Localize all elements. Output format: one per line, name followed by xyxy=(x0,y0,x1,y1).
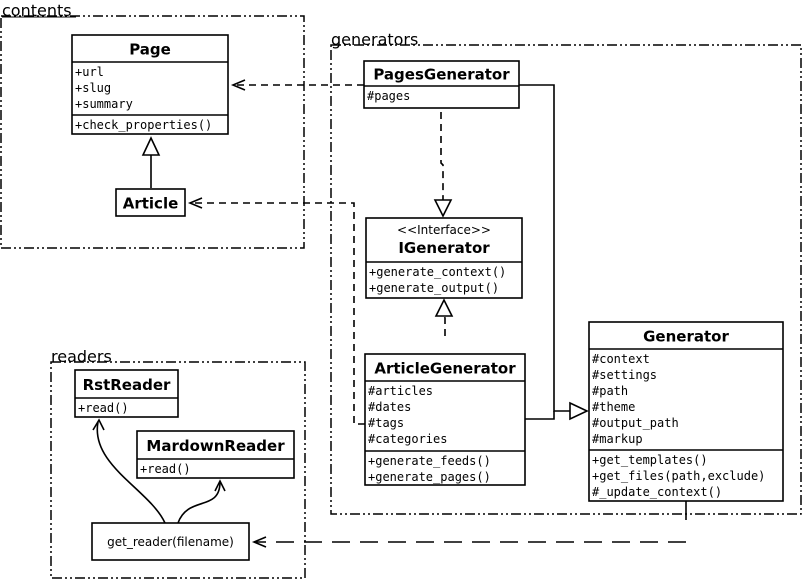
class-box xyxy=(115,188,186,217)
get-reader-function-box xyxy=(91,522,250,561)
class-method: +generate_feeds() xyxy=(368,454,491,468)
class-box xyxy=(74,369,179,418)
dependency-articlegenerator-article xyxy=(190,202,365,425)
class-attribute: #dates xyxy=(368,400,411,414)
class-attribute: #theme xyxy=(592,400,635,414)
class-attribute: +summary xyxy=(75,97,133,111)
package-contents xyxy=(0,15,305,249)
class-name: IGenerator xyxy=(398,239,490,257)
class-method: +check_properties() xyxy=(75,118,212,132)
package-contents-label: contents xyxy=(2,1,72,20)
realization-articlegenerator-igenerator xyxy=(443,315,446,336)
class-box xyxy=(136,430,295,479)
class-attribute: #output_path xyxy=(592,416,679,430)
class-box xyxy=(363,60,520,109)
realization-pagesgenerator-igenerator xyxy=(440,112,444,200)
class-method: +read() xyxy=(140,462,191,476)
class-article: Article xyxy=(115,188,186,217)
class-box xyxy=(364,353,526,486)
class-attribute: #pages xyxy=(367,89,410,103)
class-markdown-reader: MardownReader +read() xyxy=(136,430,295,479)
class-method: +generate_output() xyxy=(369,281,499,295)
class-attribute: +slug xyxy=(75,81,111,95)
class-name: Article xyxy=(123,195,179,213)
class-name: MardownReader xyxy=(146,437,285,455)
open-arrow-icon xyxy=(251,536,267,548)
open-arrow-icon xyxy=(92,418,105,431)
class-name: PagesGenerator xyxy=(373,66,510,84)
class-attribute: #markup xyxy=(592,432,643,446)
class-box xyxy=(365,217,523,299)
inheritance-pagesgenerator-generator xyxy=(519,84,570,412)
class-attribute: #articles xyxy=(368,384,433,398)
class-name: ArticleGenerator xyxy=(374,360,516,378)
package-generators-label: generators xyxy=(331,30,418,49)
class-igenerator: <<Interface>> IGenerator +generate_context… xyxy=(365,217,523,299)
class-attribute: #tags xyxy=(368,416,404,430)
open-arrow-icon xyxy=(187,197,203,209)
class-rst-reader: RstReader +read() xyxy=(74,369,179,418)
package-readers-label: readers xyxy=(51,347,112,366)
class-generator: Generator #context #settings #path #theme #ou… xyxy=(588,321,784,502)
call-getreader-markdownreader xyxy=(177,481,221,524)
class-stereotype: <<Interface>> xyxy=(397,223,491,237)
class-page: Page +url +slug +summary +check_properties() xyxy=(71,34,229,135)
class-method: #_update_context() xyxy=(592,485,722,499)
class-attribute: #settings xyxy=(592,368,657,382)
class-box xyxy=(588,321,784,502)
hollow-triangle-icon xyxy=(141,136,161,156)
class-box xyxy=(71,34,229,135)
class-attribute: #context xyxy=(592,352,650,366)
class-name: Generator xyxy=(643,328,729,346)
open-arrow-icon xyxy=(214,479,226,492)
hollow-triangle-icon xyxy=(569,401,589,421)
class-method: +read() xyxy=(78,401,129,415)
classes: Page +url +slug +summary +check_properties()… xyxy=(71,34,784,502)
class-attribute: +url xyxy=(75,65,104,79)
hollow-triangle-icon xyxy=(434,298,454,317)
inheritance-articlegenerator-generator xyxy=(525,411,555,420)
class-method: +generate_pages() xyxy=(368,470,491,484)
package-readers xyxy=(50,361,306,579)
relationships xyxy=(92,79,687,548)
package-generators xyxy=(330,44,802,515)
get-reader-function-label: get_reader(filename) xyxy=(107,535,234,549)
hollow-triangle-icon xyxy=(433,199,453,218)
class-method: +generate_context() xyxy=(369,265,506,279)
class-method: +get_files(path,exclude) xyxy=(592,469,765,483)
class-article-generator: ArticleGenerator #articles #dates #tags #cat… xyxy=(364,353,526,486)
class-pages-generator: PagesGenerator #pages xyxy=(363,60,520,109)
class-name: Page xyxy=(129,41,171,59)
class-name: RstReader xyxy=(83,376,171,394)
class-attribute: #path xyxy=(592,384,628,398)
open-arrow-icon xyxy=(230,79,246,91)
call-getreader-rstreader xyxy=(96,421,166,524)
class-attribute: #categories xyxy=(368,432,447,446)
class-method: +get_templates() xyxy=(592,453,708,467)
